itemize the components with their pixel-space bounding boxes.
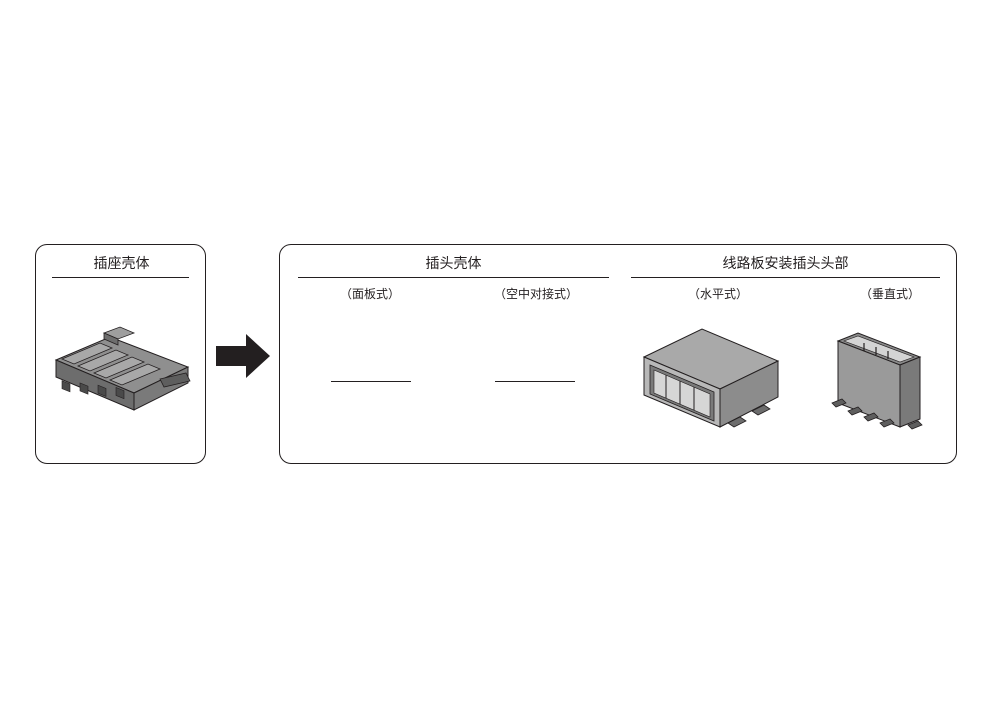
plug-housing-divider [298, 277, 609, 278]
horizontal-header-icon [642, 328, 780, 428]
pcb-header-divider [631, 277, 940, 278]
right-arrow-icon [216, 334, 270, 378]
receptacle-housing-icon [54, 326, 191, 411]
vertical-header-icon [831, 332, 923, 430]
panel-mount-label: （面板式） [339, 287, 400, 301]
title-divider [52, 277, 189, 278]
horizontal-label: （水平式） [687, 287, 748, 301]
plug-panel: 插头壳体 （面板式） （空中对接式） 线路板安装插头头部 （水平式） （垂直式） [279, 244, 957, 464]
cable-to-cable-label: （空中对接式） [493, 287, 578, 301]
pcb-header-title: 线路板安装插头头部 [722, 256, 849, 272]
plug-housing-title: 插头壳体 [425, 256, 482, 272]
vertical-label: （垂直式） [859, 287, 920, 301]
receptacle-housing-panel: 插座壳体 [35, 244, 206, 464]
receptacle-housing-title: 插座壳体 [93, 256, 150, 272]
panel-mount-placeholder-line [331, 381, 411, 382]
cable-to-cable-placeholder-line [495, 381, 575, 382]
